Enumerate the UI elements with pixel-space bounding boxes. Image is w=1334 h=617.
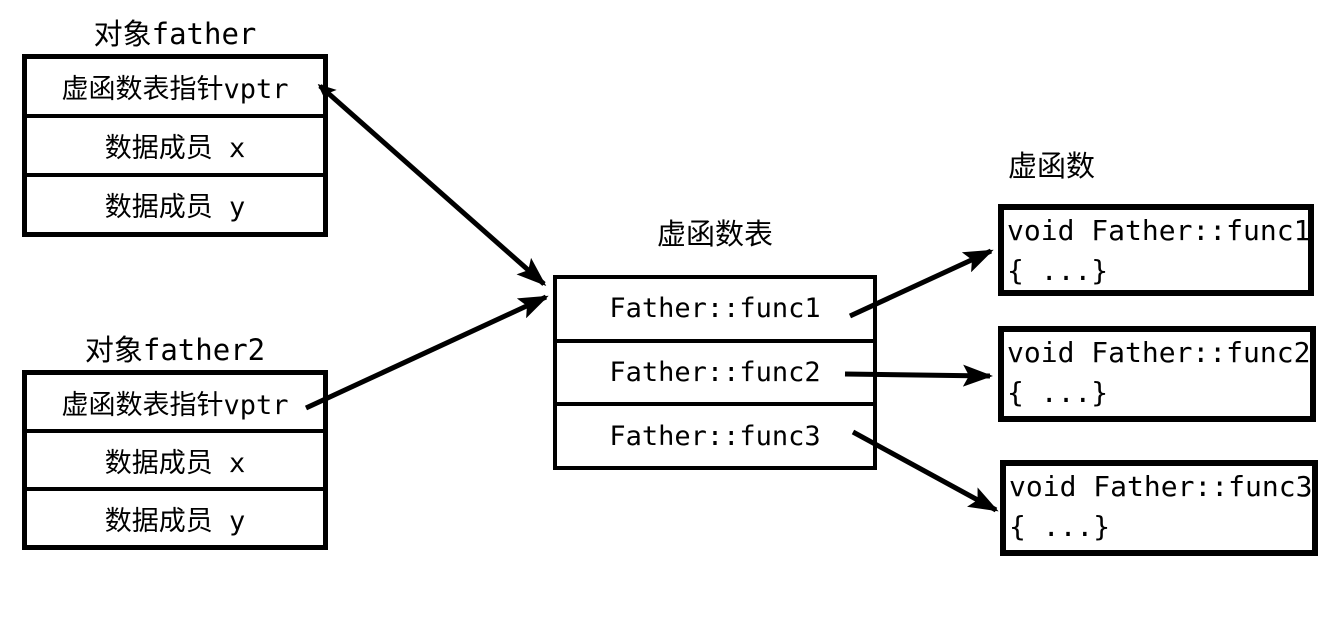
object-father-member-y-cell: 数据成员 y: [27, 173, 323, 232]
vtable-box: Father::func1 Father::func2 Father::func…: [553, 275, 877, 470]
vtable-entry-func3: Father::func3: [557, 402, 873, 466]
object-father-member-x-cell: 数据成员 x: [27, 114, 323, 173]
object-father2-member-y-cell: 数据成员 y: [27, 487, 323, 545]
function-func3-signature: void Father::func3: [1009, 470, 1313, 503]
function-func3-body: { ...}: [1009, 510, 1111, 543]
function-func1-body: { ...}: [1007, 254, 1109, 287]
arrow-father-vptr-to-vtable: [317, 84, 547, 286]
object-father2-title: 对象father2: [84, 333, 266, 367]
vtable-entry-func1: Father::func1: [609, 293, 821, 325]
virtual-functions-title: 虚函数: [1008, 149, 1096, 183]
function-func1-signature: void Father::func1: [1007, 214, 1311, 247]
object-father2-box: 虚函数表指针vptr 数据成员 x 数据成员 y: [22, 370, 328, 550]
function-box-func3: void Father::func3 { ...}: [1000, 460, 1318, 556]
arrow-father2-vptr-to-vtable: [304, 294, 549, 411]
object-father-vptr-cell: 虚函数表指针vptr: [61, 74, 289, 105]
object-father-title: 对象father: [93, 17, 257, 51]
object-father2-vptr-cell: 虚函数表指针vptr: [61, 389, 289, 421]
vtable-entry-func2: Father::func2: [557, 338, 873, 403]
vtable-title: 虚函数表: [656, 217, 773, 251]
function-box-func1: void Father::func1 { ...}: [998, 204, 1314, 296]
function-func2-body: { ...}: [1007, 376, 1109, 409]
function-func2-signature: void Father::func2: [1007, 336, 1311, 369]
object-father-box: 虚函数表指针vptr 数据成员 x 数据成员 y: [22, 54, 328, 237]
object-father2-member-x-cell: 数据成员 x: [27, 429, 323, 487]
function-box-func2: void Father::func2 { ...}: [998, 326, 1316, 422]
